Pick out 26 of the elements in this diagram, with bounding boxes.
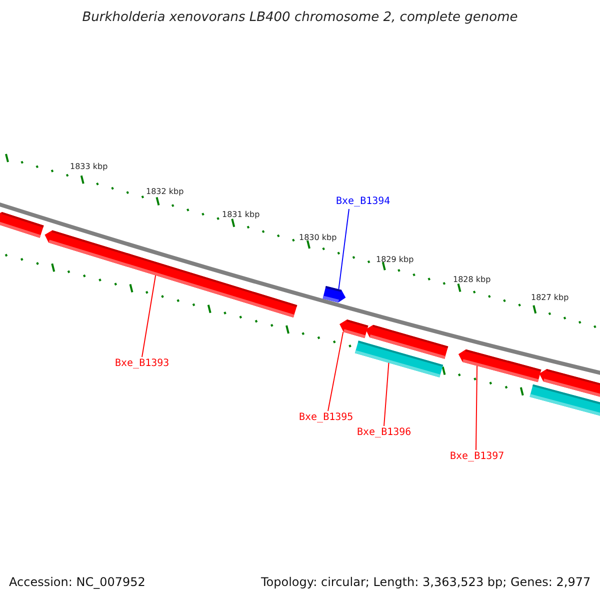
gene-feature <box>530 384 600 418</box>
scale-label: 1833 kbp <box>70 162 108 171</box>
leader-line <box>338 208 350 290</box>
gene-feature <box>354 340 444 378</box>
scale-label: 1829 kbp <box>376 255 414 264</box>
gene-label: Bxe_B1395 <box>299 412 354 423</box>
gene-label: Bxe_B1397 <box>450 451 504 462</box>
title: Burkholderia xenovorans LB400 chromosome 2, complete genome <box>81 10 519 25</box>
leader-line <box>142 274 156 358</box>
gene-label: Bxe_B1393 <box>115 358 170 369</box>
scale-label: 1832 kbp <box>146 187 184 196</box>
gene-feature <box>340 320 368 338</box>
leader-line <box>476 365 478 450</box>
scale-label: 1828 kbp <box>453 275 491 284</box>
footer-text: Topology: circular; Length: 3,363,523 bp; Genes: 2,977 <box>261 575 591 589</box>
scale-label: 1827 kbp <box>531 293 569 302</box>
footer-text: Accession: NC_007952 <box>9 575 146 589</box>
gene-feature <box>458 349 542 382</box>
gene-feature <box>322 286 346 303</box>
scale-label: 1831 kbp <box>222 210 260 219</box>
gene-label: Bxe_B1396 <box>357 427 412 438</box>
gene-feature <box>44 230 298 318</box>
leader-line <box>328 331 344 412</box>
leader-line <box>384 362 390 426</box>
gene-feature <box>0 212 44 238</box>
gene-label: Bxe_B1394 <box>336 196 390 207</box>
